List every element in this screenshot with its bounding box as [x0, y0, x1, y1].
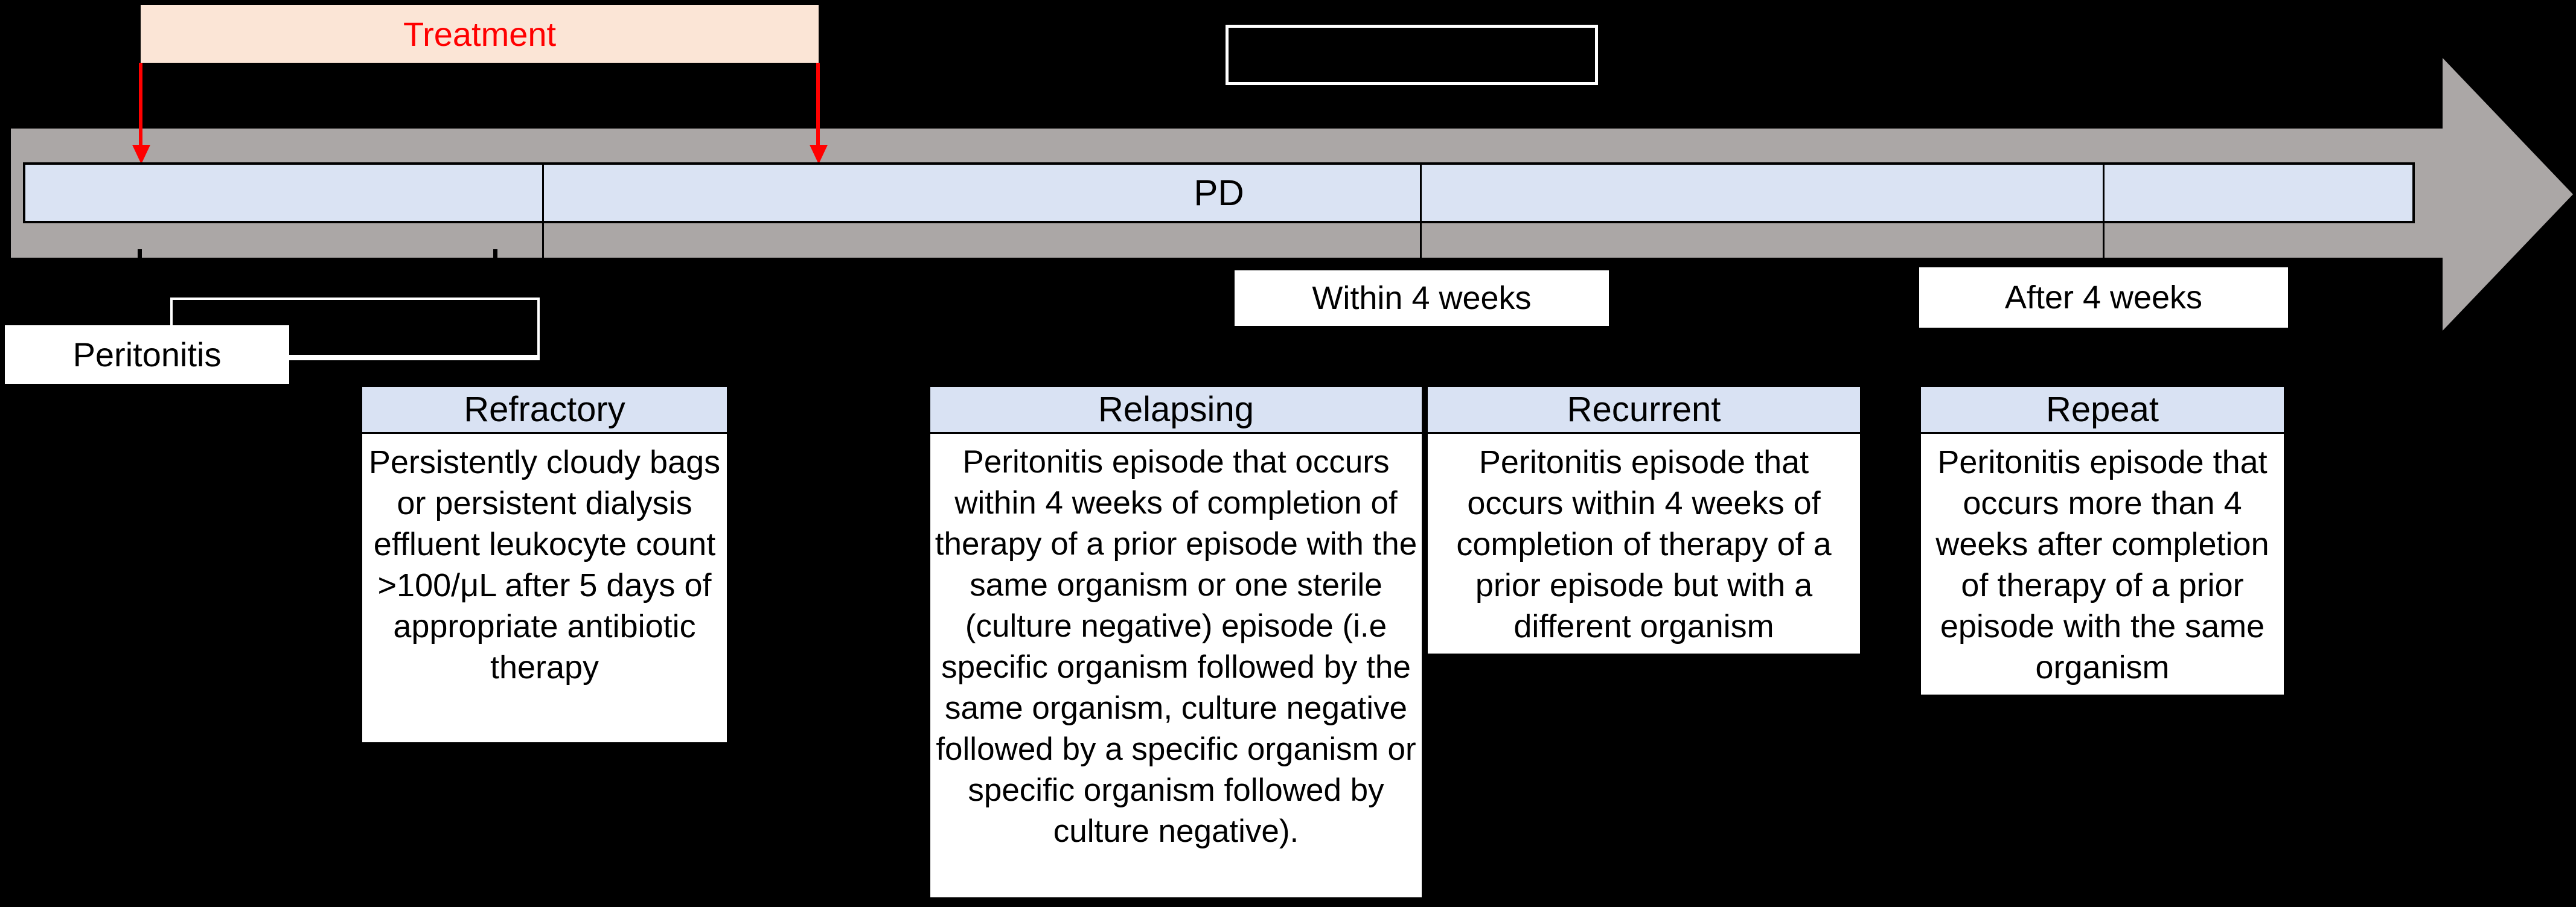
timeline-arrow-head-icon — [2443, 58, 2573, 331]
treatment-label: Treatment — [403, 14, 557, 53]
definition-title: Relapsing — [930, 387, 1422, 434]
treatment-start-arrow-icon — [132, 145, 150, 164]
treatment-box: Treatment — [141, 5, 819, 63]
treatment-end-arrow-shaft — [816, 63, 820, 148]
within-4-weeks-label-box: Within 4 weeks — [1235, 270, 1609, 326]
pd-bar-label: PD — [1194, 173, 1244, 213]
after-4-weeks-label: After 4 weeks — [2004, 279, 2203, 316]
tick-mark-right — [493, 249, 497, 258]
definition-body: Peritonitis episode that occurs within 4… — [935, 444, 1417, 849]
treatment-end-arrow-icon — [810, 145, 828, 164]
after-4-weeks-label-box: After 4 weeks — [1919, 267, 2288, 328]
definition-body: Persistently cloudy bags or persistent d… — [368, 444, 721, 686]
definition-box-repeat: Repeat Peritonitis episode that occurs m… — [1919, 385, 2286, 696]
segment-divider-2 — [1420, 162, 1422, 272]
pd-timeline-bar: PD — [23, 162, 2415, 223]
definition-body: Peritonitis episode that occurs within 4… — [1456, 444, 1832, 644]
peritonitis-label: Peritonitis — [72, 336, 222, 374]
segment-divider-3 — [2103, 162, 2105, 269]
peritonitis-label-box: Peritonitis — [5, 325, 289, 384]
segment-divider-1 — [542, 162, 544, 259]
definition-title: Recurrent — [1428, 387, 1860, 434]
empty-annotation-box-top — [1226, 25, 1598, 85]
definition-title: Refractory — [362, 387, 727, 434]
definition-box-refractory: Refractory Persistently cloudy bags or p… — [360, 385, 729, 744]
tick-mark-left — [138, 249, 142, 258]
definition-box-relapsing: Relapsing Peritonitis episode that occur… — [928, 385, 1424, 899]
definition-title: Repeat — [1921, 387, 2284, 434]
definition-box-recurrent: Recurrent Peritonitis episode that occur… — [1426, 385, 1862, 655]
within-4-weeks-label: Within 4 weeks — [1312, 280, 1532, 316]
definition-body: Peritonitis episode that occurs more tha… — [1935, 444, 2269, 686]
treatment-start-arrow-shaft — [139, 63, 142, 148]
